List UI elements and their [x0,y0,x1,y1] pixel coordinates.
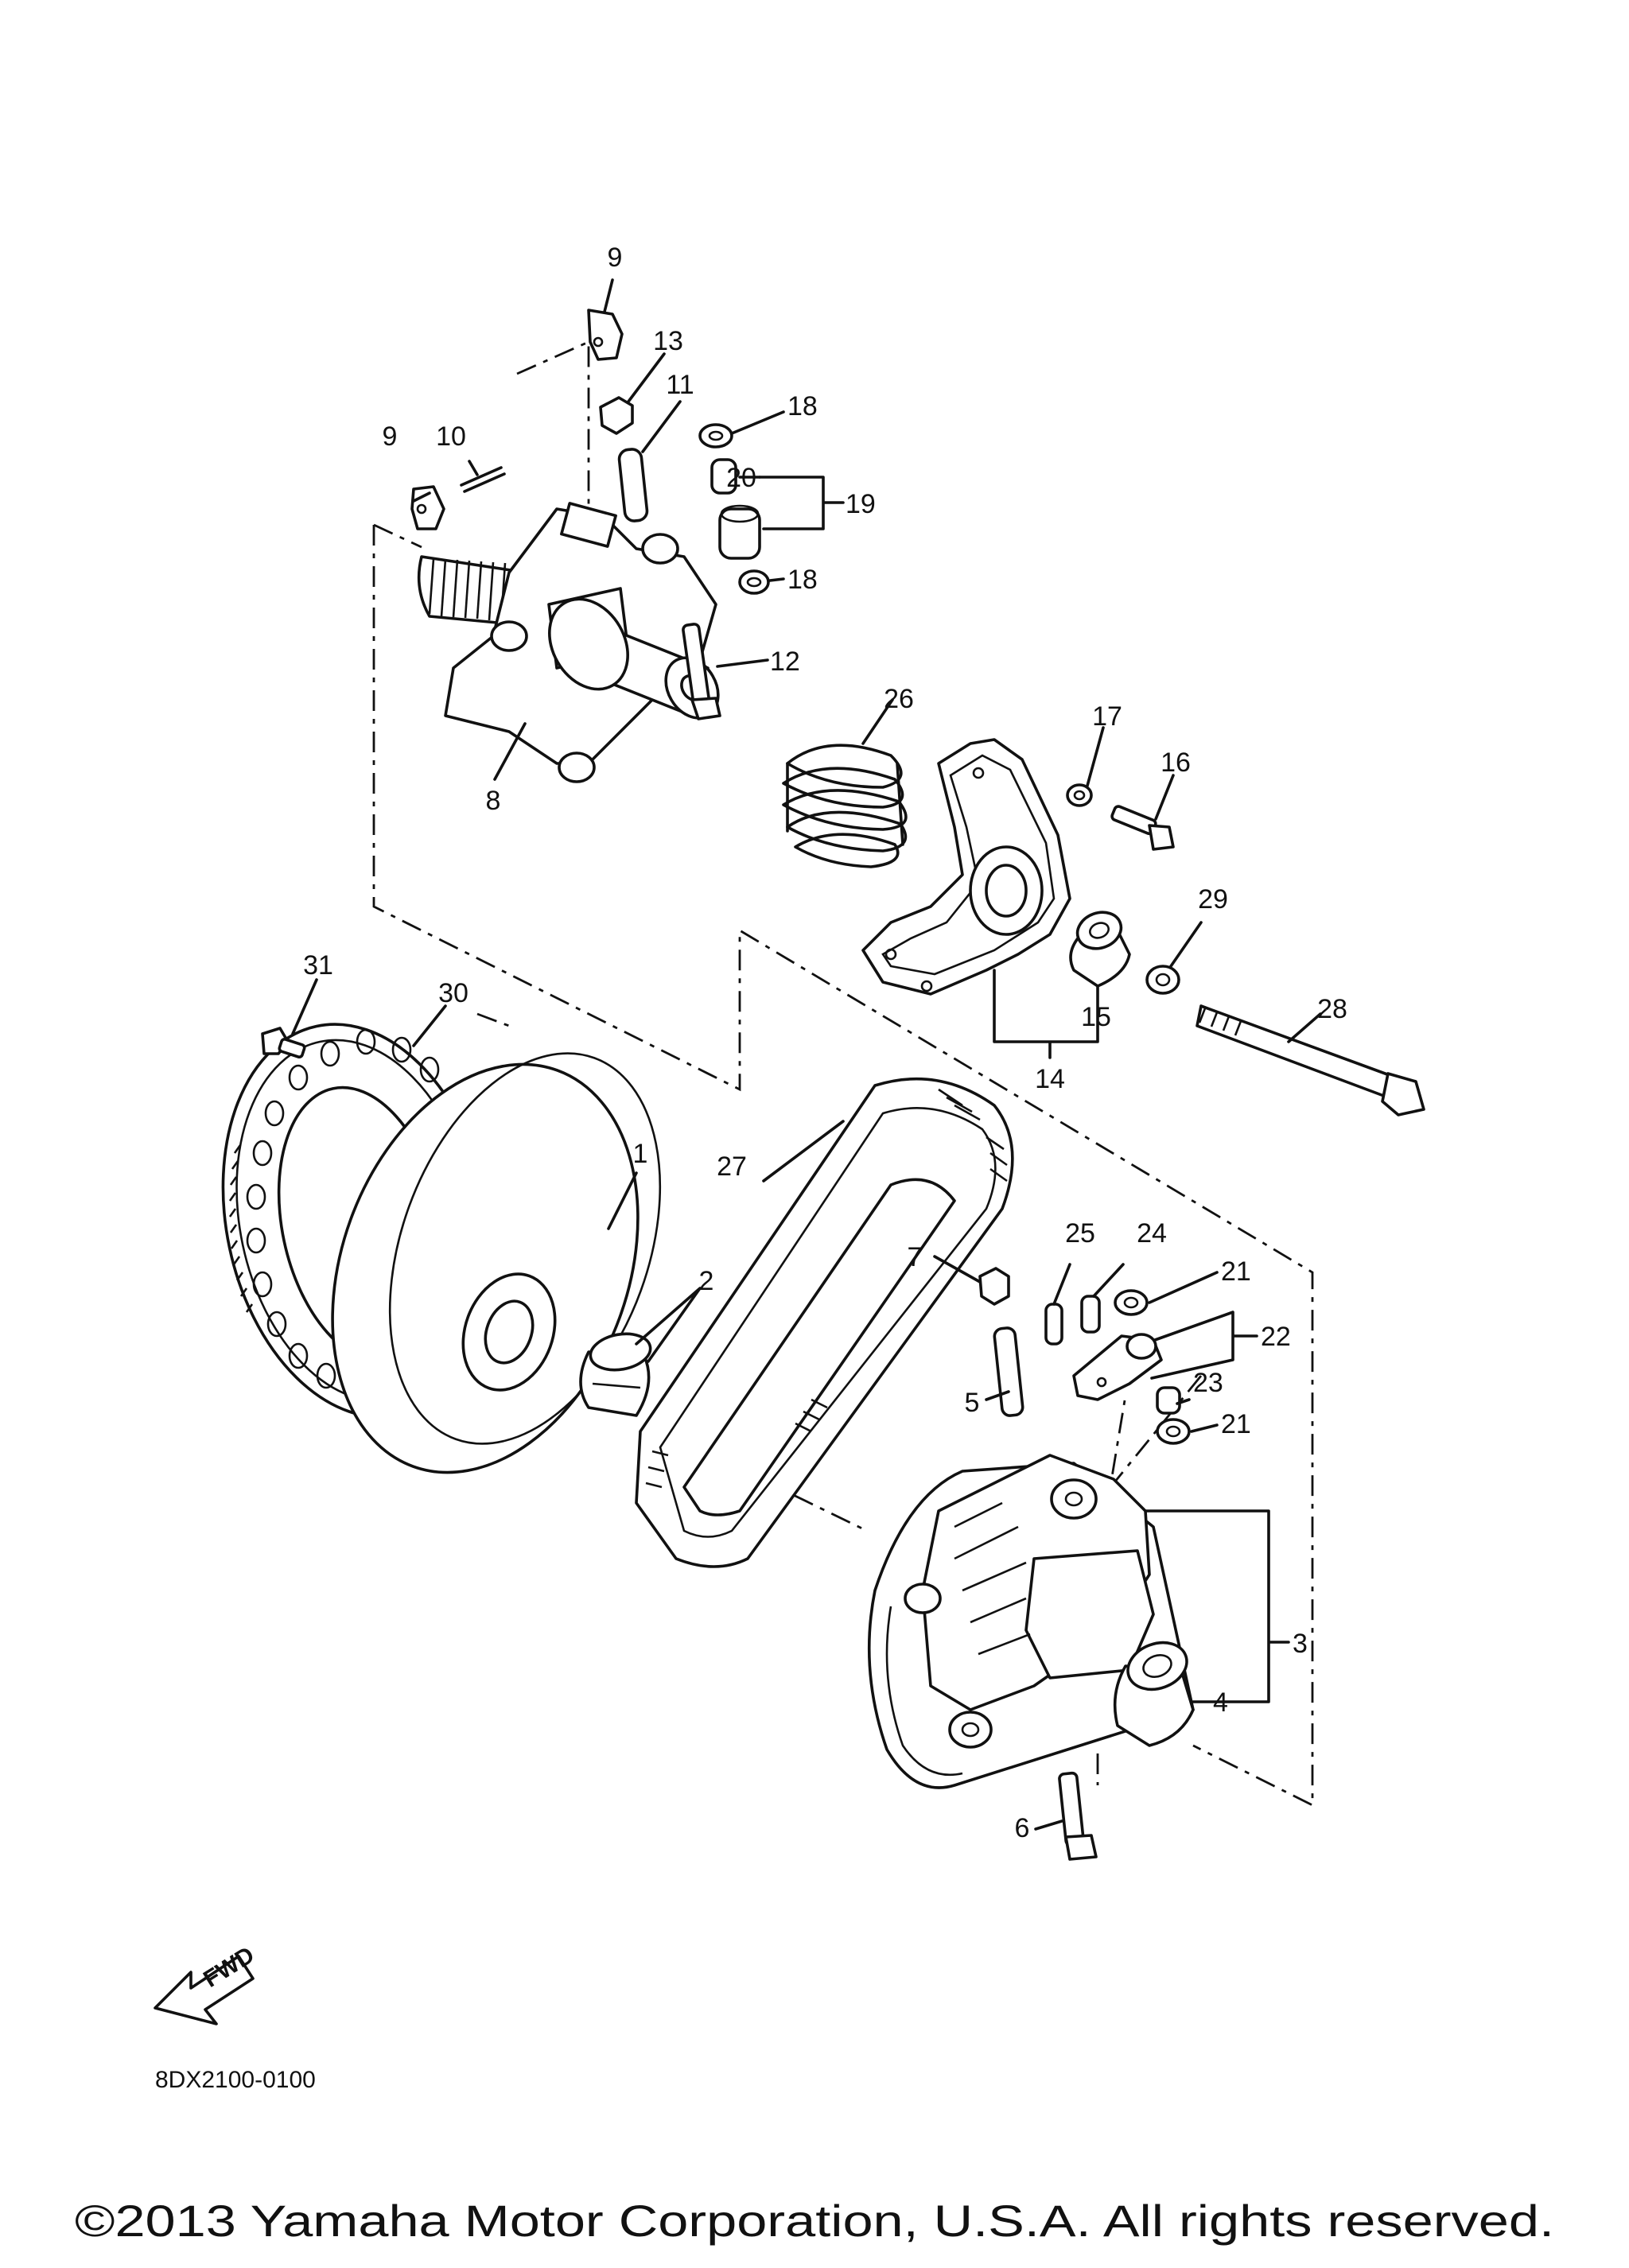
callout-18-top: 18 [787,391,818,421]
callout-13: 13 [653,326,683,356]
part-29-washer [1145,965,1180,995]
part-19-roller [718,504,761,560]
drawing-code: 8DX2100-0100 [155,2067,316,2093]
part-28-bolt [1196,1004,1425,1117]
callout-31: 31 [303,950,333,981]
callout-11: 11 [666,370,694,400]
part-31-bolt [261,1027,306,1059]
callout-5: 5 [965,1388,980,1418]
part-26-spring [782,744,908,868]
callout-10: 10 [436,421,466,452]
part-21-washer-top [1114,1289,1149,1316]
part-20-bushing [710,458,737,495]
callout-labels: 9 13 11 18 9 10 20 19 18 12 26 17 16 8 2… [303,243,1347,1843]
copyright-notice: ©2013 Yamaha Motor Corporation, U.S.A. A… [75,2196,1554,2246]
callout-15: 15 [1081,1002,1111,1032]
callout-19: 19 [846,489,876,519]
callout-9-left: 9 [383,421,398,452]
part-21-washer-bottom [1156,1418,1191,1445]
part-10-pin [460,466,506,493]
callout-14: 14 [1035,1064,1065,1094]
part-22-arm [1072,1333,1163,1401]
part-27-belt [635,1077,1014,1568]
callout-3: 3 [1293,1629,1308,1659]
callout-8: 8 [486,786,501,816]
callout-27: 27 [717,1151,747,1182]
callout-22: 22 [1261,1322,1291,1352]
part-5-pin [993,1326,1024,1417]
callout-17: 17 [1092,701,1122,732]
callout-4: 4 [1213,1687,1228,1718]
callout-6: 6 [1015,1813,1030,1843]
part-4-bushing [1113,1641,1195,1747]
fwd-arrow-icon: FWD [154,1942,259,2025]
callout-9-top: 9 [608,243,623,273]
callout-12: 12 [770,647,800,677]
callout-2: 2 [699,1266,714,1296]
part-25-pin [1044,1303,1063,1346]
callout-20: 20 [726,463,756,493]
part-18-washer-top [698,423,733,449]
part-16-bolt [1110,805,1175,851]
callout-16: 16 [1161,748,1191,778]
part-3-moving-sheave [867,1454,1195,1789]
callout-28: 28 [1317,994,1347,1024]
part-13-nut [599,396,634,435]
callout-18-bottom: 18 [787,565,818,595]
part-1-sheave [331,1052,662,1474]
part-2-collar [579,1332,652,1417]
part-7-nut [978,1267,1010,1306]
part-8-fixed-sheave-hub [417,502,720,783]
part-12-bolt [682,623,721,720]
part-14-cover [861,738,1071,996]
part-9-weight-top [587,309,624,361]
callout-7: 7 [908,1242,923,1272]
callout-29: 29 [1198,884,1228,915]
part-23-bushing [1156,1386,1181,1415]
callout-21-bottom: 21 [1221,1409,1251,1439]
callout-1: 1 [633,1139,648,1169]
part-24-pin [1080,1295,1101,1334]
part-6-bolt [1058,1771,1098,1861]
callout-25: 25 [1065,1218,1095,1249]
callout-26: 26 [884,684,914,714]
part-15-bushing [1069,911,1131,988]
part-18-washer-bottom [738,569,770,595]
leader-lines [291,278,1322,1831]
callout-21-top: 21 [1221,1256,1251,1287]
callout-30: 30 [438,978,468,1008]
callout-24: 24 [1137,1218,1167,1249]
callout-23: 23 [1193,1368,1223,1398]
part-11-pin [617,448,649,522]
part-17-washer [1066,783,1093,807]
